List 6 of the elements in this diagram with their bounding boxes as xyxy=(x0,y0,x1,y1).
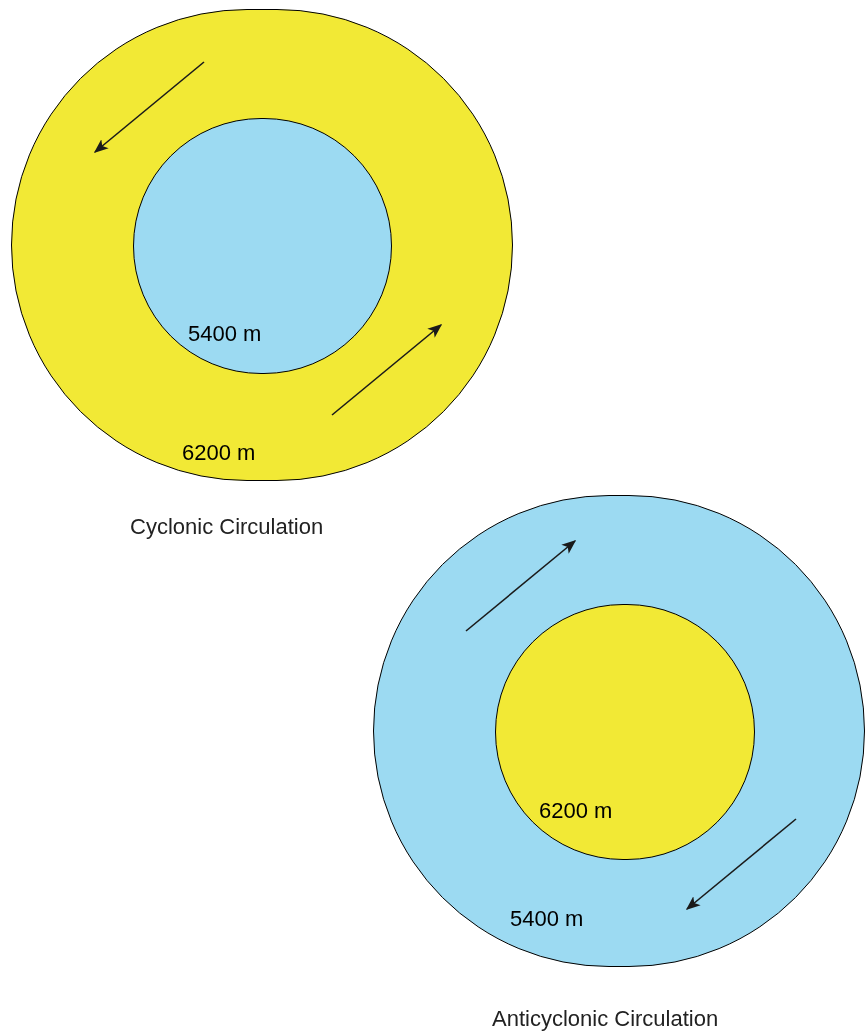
caption: Cyclonic Circulation xyxy=(130,516,324,538)
height-label: 6200 m xyxy=(539,800,613,822)
caption: Anticyclonic Circulation xyxy=(492,1008,719,1030)
height-label: 6200 m xyxy=(182,442,256,464)
height-label: 5400 m xyxy=(510,908,584,930)
height-label: 5400 m xyxy=(188,323,262,345)
